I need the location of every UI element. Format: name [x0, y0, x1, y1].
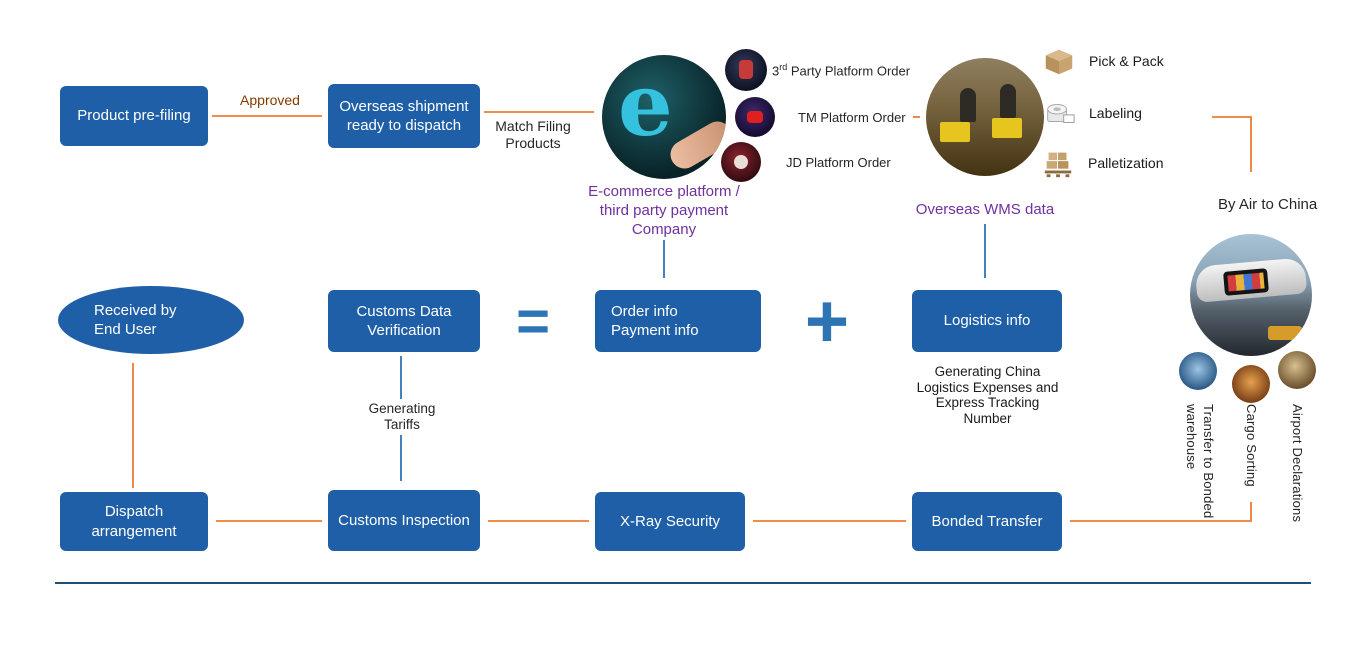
customs-inspection-node: Customs Inspection — [328, 490, 480, 551]
ecommerce-caption: E-commerce platform / third party paymen… — [588, 183, 740, 239]
photo-detail — [1268, 326, 1302, 340]
palletization-label: Palletization — [1088, 155, 1164, 171]
third-party-order-sup: rd — [779, 62, 788, 72]
third-party-order-label: 3rd Party Platform Order — [772, 62, 932, 79]
photo-detail — [734, 155, 748, 169]
jd-platform-icon — [721, 142, 761, 182]
product-prefiling-node: Product pre-filing — [60, 86, 208, 146]
photo-detail — [739, 60, 753, 79]
tm-order-label: TM Platform Order — [798, 110, 906, 125]
photo-detail — [1000, 84, 1016, 118]
palletization-step: Palletization — [1041, 146, 1164, 180]
dispatch-arrangement-node: Dispatch arrangement — [60, 492, 208, 551]
photo-detail — [1227, 272, 1265, 292]
box-icon — [1045, 49, 1073, 75]
order-info-node: Order info Payment info — [595, 290, 761, 352]
airport-declaration-photo — [1278, 351, 1316, 389]
approved-label: Approved — [240, 92, 300, 108]
cargo-sorting-label: Cargo Sorting — [1244, 404, 1259, 487]
photo-detail — [960, 88, 976, 122]
pallet-icon — [1044, 152, 1072, 178]
bonded-warehouse-photo — [1179, 352, 1217, 390]
by-air-label: By Air to China — [1218, 196, 1318, 213]
air-cargo-photo — [1190, 234, 1312, 356]
photo-detail — [747, 111, 763, 123]
e-logo: e — [618, 55, 673, 156]
third-party-order-rest: Party Platform Order — [787, 63, 911, 79]
label-roll-icon — [1047, 104, 1075, 123]
equals-sign: = — [516, 288, 550, 354]
cargo-to-bonded-arrow — [1070, 502, 1252, 522]
tmall-platform-icon — [735, 97, 775, 137]
pick-pack-step: Pick & Pack — [1042, 44, 1164, 78]
photo-detail — [992, 118, 1022, 138]
ecommerce-platform-photo: e — [602, 55, 726, 179]
bonded-transfer-node: Bonded Transfer — [912, 492, 1062, 551]
plus-sign: + — [804, 278, 850, 364]
logistics-info-node: Logistics info — [912, 290, 1062, 352]
received-by-end-user-node: Received by End User — [58, 286, 244, 354]
photo-detail — [940, 122, 970, 142]
jd-order-label: JD Platform Order — [786, 155, 891, 170]
generating-tariffs-label: Generating Tariffs — [360, 399, 444, 435]
overseas-warehouse-photo — [926, 58, 1044, 176]
transfer-bonded-label: Transfer to Bonded warehouse — [1184, 404, 1216, 519]
match-filing-label: Match Filing Products — [495, 118, 571, 151]
labeling-label: Labeling — [1089, 105, 1142, 121]
third-party-order-num: 3 — [772, 63, 780, 79]
third-party-platform-icon — [725, 49, 767, 91]
airport-declarations-label: Airport Declarations — [1290, 404, 1305, 523]
bottom-divider — [55, 582, 1311, 584]
customs-data-verification-node: Customs Data Verification — [328, 290, 480, 352]
xray-security-node: X-Ray Security — [595, 492, 745, 551]
wms-caption: Overseas WMS data — [915, 201, 1055, 218]
generating-china-label: Generating China Logistics Expenses and … — [916, 364, 1059, 426]
overseas-shipment-node: Overseas shipment ready to dispatch — [328, 84, 480, 148]
cargo-sorting-photo — [1232, 365, 1270, 403]
by-air-elbow-arrow — [1212, 116, 1252, 172]
labeling-step: Labeling — [1042, 96, 1142, 130]
pick-pack-label: Pick & Pack — [1089, 53, 1164, 69]
